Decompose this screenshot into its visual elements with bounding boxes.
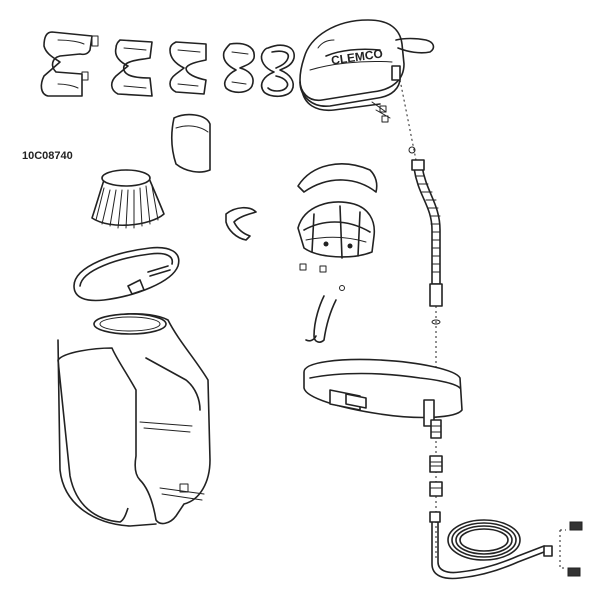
quick-coupler[interactable] [429,455,443,497]
helmet-strap[interactable] [395,37,435,54]
outer-lens-1[interactable] [40,31,99,97]
breathing-tube[interactable] [411,159,443,307]
helmet[interactable]: CLEMCO [299,19,405,112]
crown-strap[interactable] [297,163,378,193]
air-supply-hose[interactable] [429,511,553,580]
outer-lens-2[interactable] [110,39,153,97]
belt[interactable] [303,358,463,427]
part-number-label: 10C08740 [22,150,73,162]
cape[interactable] [57,312,211,527]
hose-axis-top [399,79,417,161]
hose-washer[interactable] [408,146,416,154]
neck-band[interactable] [73,246,180,302]
o-ring[interactable] [431,319,441,325]
helmet-fitting[interactable] [371,65,401,123]
air-valve[interactable] [430,419,442,439]
hose-end-fittings[interactable] [559,521,583,577]
sweatband[interactable] [225,206,257,241]
chin-strap[interactable] [305,285,345,343]
head-suspension[interactable] [297,201,376,273]
outer-lens-3[interactable] [169,41,207,95]
collar-10c08740[interactable] [91,169,165,229]
inner-lens-shield[interactable] [171,113,211,173]
inner-lens[interactable] [222,42,255,94]
lens-gasket[interactable] [260,44,295,98]
